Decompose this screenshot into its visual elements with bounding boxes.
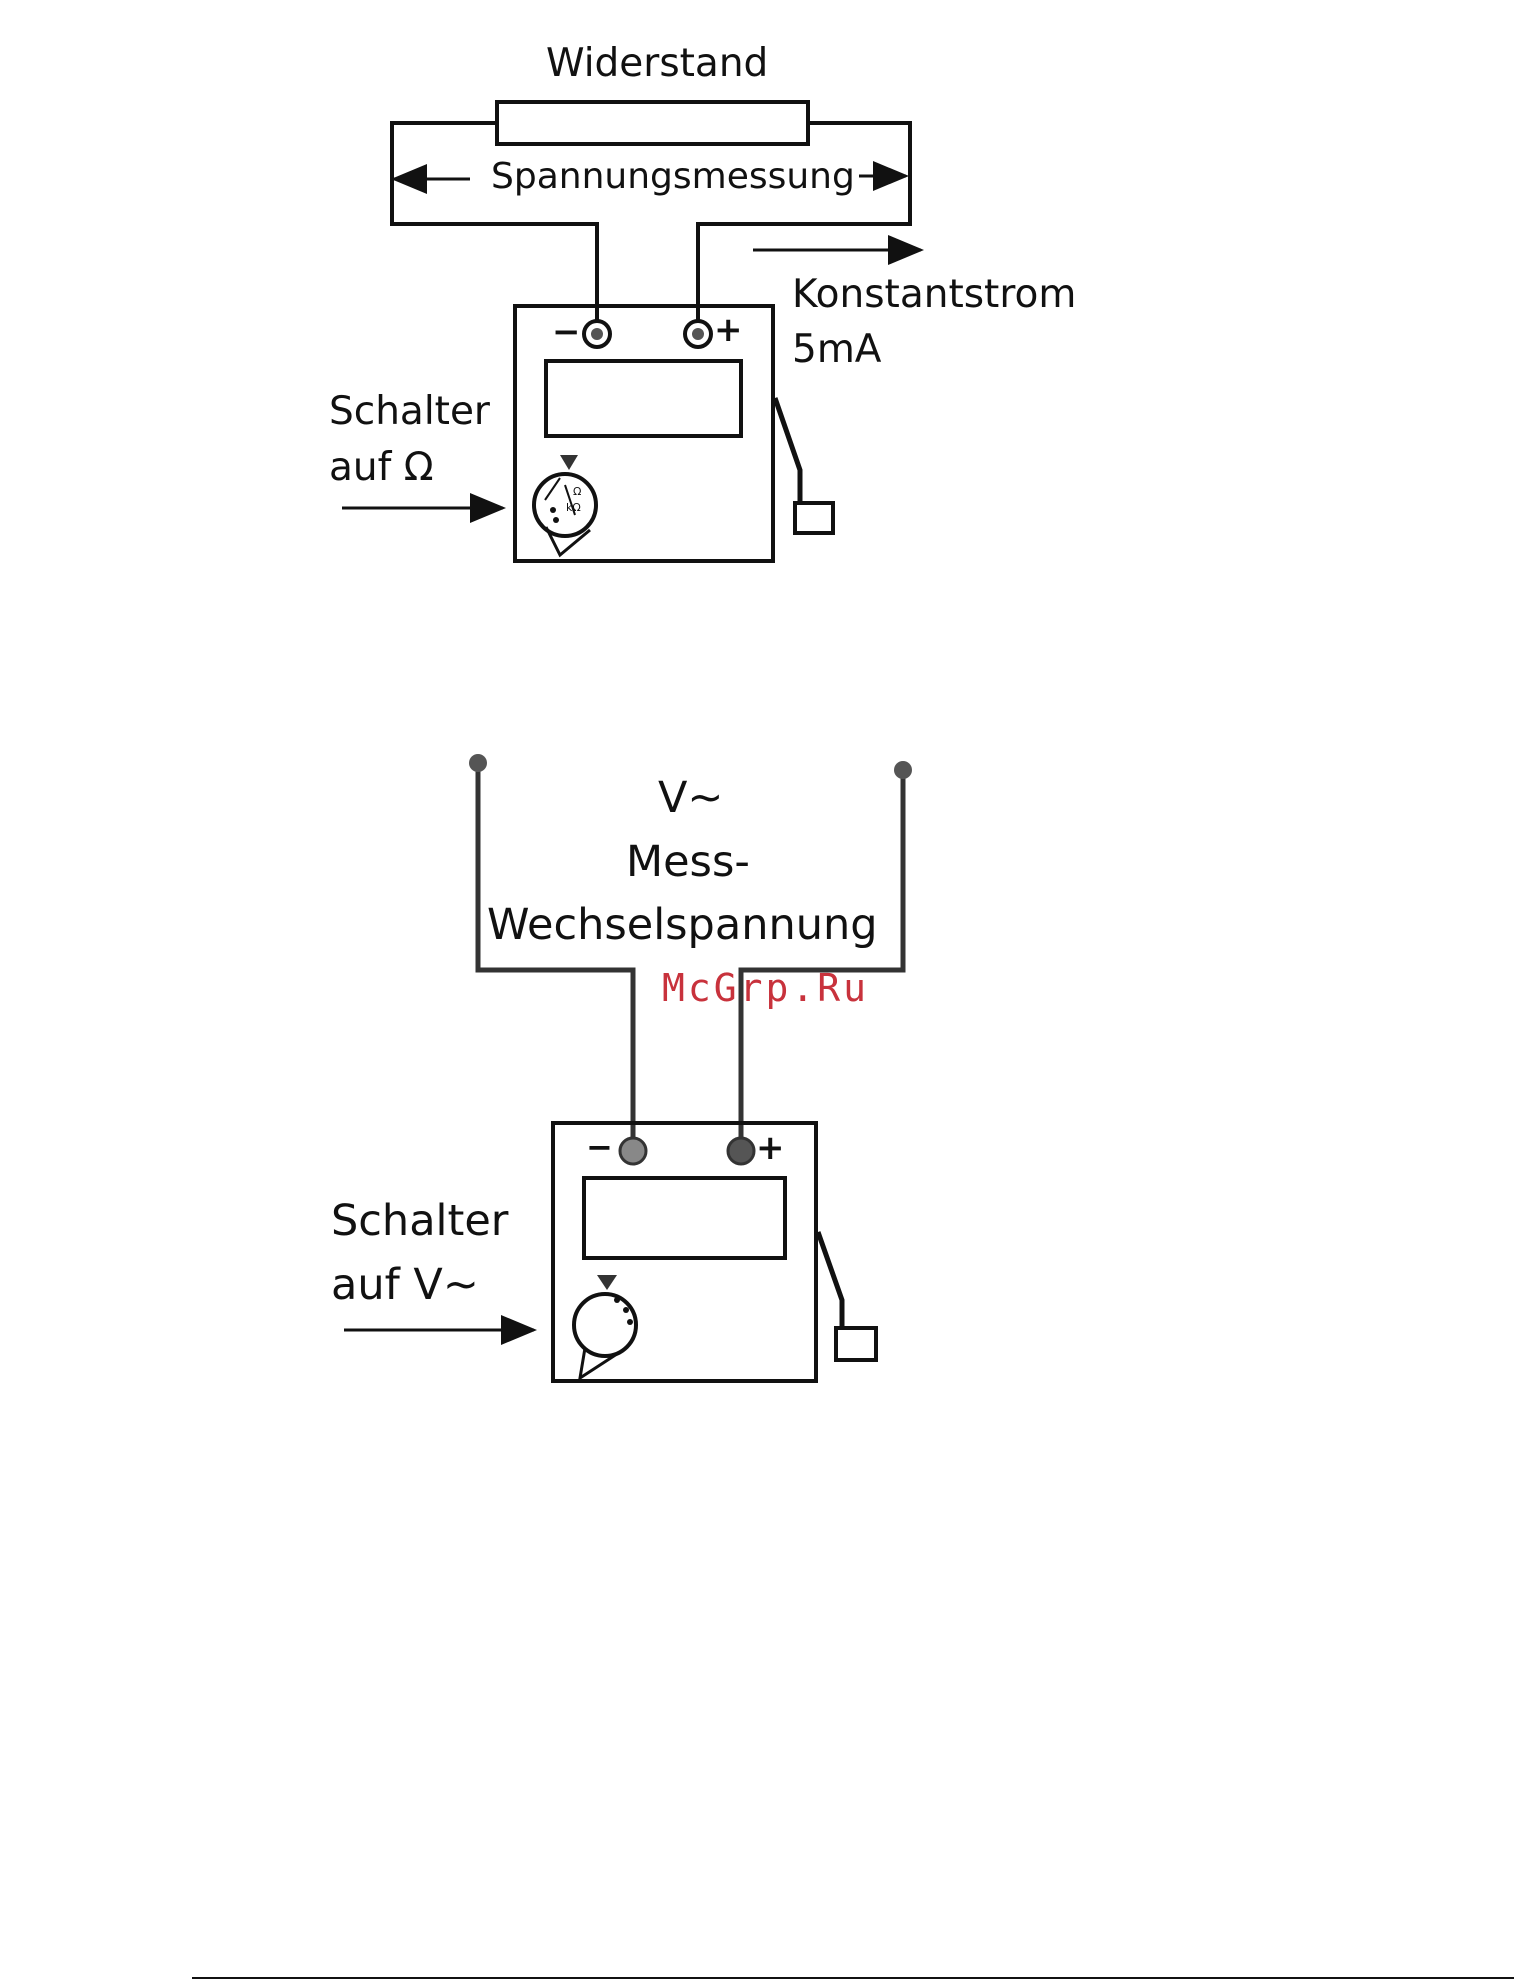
- switch-label-1: Schalter: [329, 391, 490, 434]
- dial-unit-1: kΩ: [566, 502, 581, 514]
- constant-current-value: 5mA: [792, 329, 881, 372]
- dial-symbol-1: Ω: [573, 486, 581, 498]
- probe-plug-1: [795, 503, 833, 533]
- ac-voltage-title: V~: [658, 775, 723, 822]
- multimeter-display: [584, 1178, 785, 1258]
- ac-voltage-subtitle: Wechselspannung: [487, 902, 878, 949]
- minus-sign-1: −: [552, 314, 581, 351]
- plus-terminal: [728, 1138, 754, 1164]
- probe-tip-right: [894, 761, 912, 779]
- plus-sign-2: +: [756, 1130, 785, 1167]
- constant-current-label: Konstantstrom: [792, 274, 1076, 317]
- minus-terminal: [620, 1138, 646, 1164]
- multimeter-display: [546, 361, 741, 436]
- switch-setting-1: auf Ω: [329, 447, 434, 490]
- minus-sign-2: −: [586, 1130, 613, 1165]
- outer-wire-loop: [392, 123, 597, 328]
- dial-pointer: [560, 455, 578, 470]
- dial-knob: [534, 474, 596, 536]
- dial-pointer: [597, 1275, 617, 1290]
- voltage-measurement-label: Spannungsmessung: [487, 157, 859, 197]
- probe-plug-2: [836, 1328, 876, 1360]
- footer-rule: [192, 1977, 1514, 1979]
- resistor-label: Widerstand: [546, 43, 768, 86]
- probe-tip-left: [469, 754, 487, 772]
- probe-cable-2: [818, 1232, 842, 1330]
- measurement-title: Mess-: [626, 839, 750, 886]
- dial-knob: [574, 1294, 636, 1356]
- plus-sign-1: +: [714, 312, 743, 349]
- switch-label-2: Schalter: [331, 1198, 508, 1245]
- resistor: [497, 102, 808, 144]
- lead-left: [478, 765, 633, 1145]
- lead-right: [741, 772, 903, 1145]
- probe-cable-1: [775, 398, 800, 505]
- watermark: McGrp.Ru: [662, 968, 869, 1010]
- switch-setting-2: auf V~: [331, 1262, 479, 1309]
